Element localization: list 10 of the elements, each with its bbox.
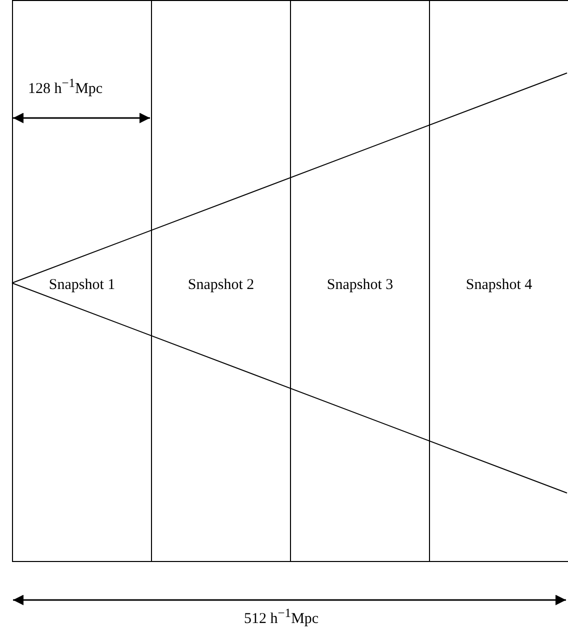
snapshot-panel <box>290 0 430 562</box>
snapshot-panel <box>429 0 568 562</box>
dimension-label: 128 h$^{−1}$Mpc <box>28 76 103 98</box>
dimension-label: 512 h$^{−1}$Mpc <box>244 606 319 628</box>
snapshot-label: Snapshot 2 <box>186 277 256 294</box>
snapshot-label: Snapshot 1 <box>48 277 116 294</box>
snapshot-panel <box>151 0 291 562</box>
snapshot-panel <box>12 0 152 562</box>
snapshot-label: Snapshot 4 <box>464 277 534 294</box>
snapshot-label: Snapshot 3 <box>326 277 394 294</box>
